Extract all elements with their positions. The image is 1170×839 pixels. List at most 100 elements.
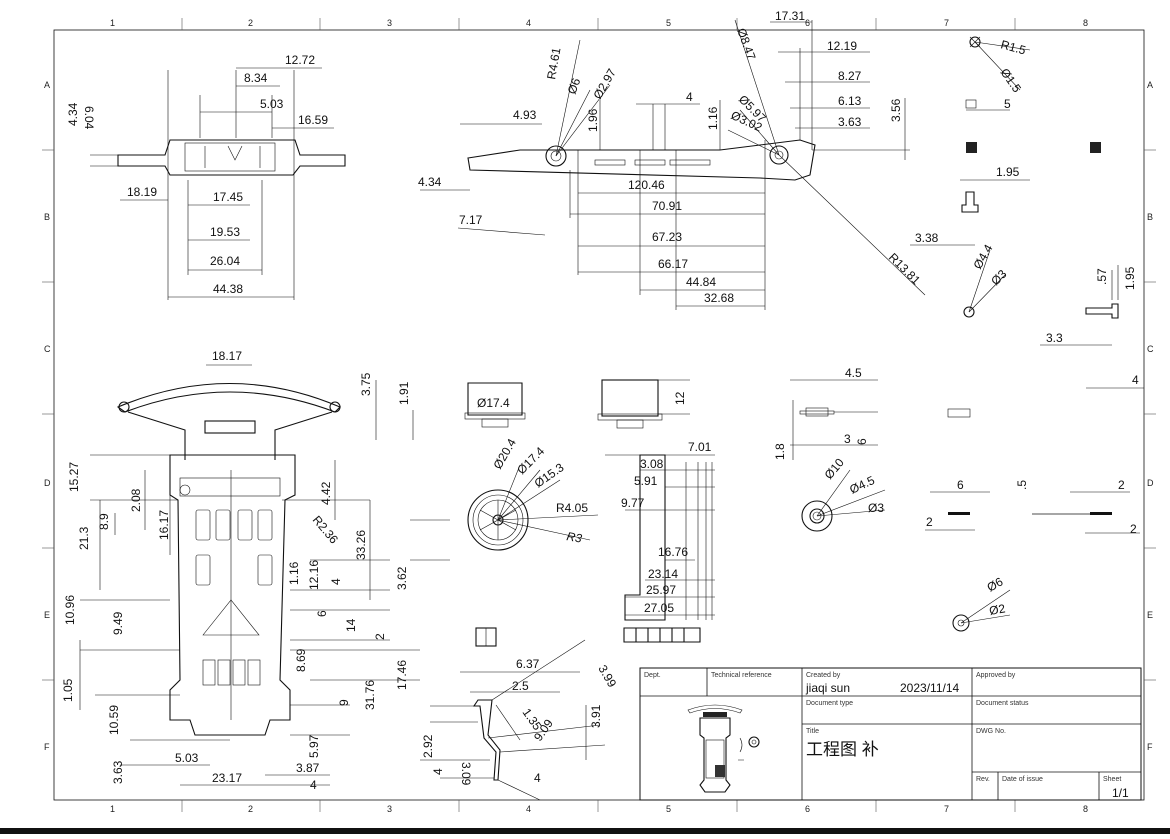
dim-label: 9.77 bbox=[621, 496, 645, 510]
dim-label: 23.17 bbox=[212, 771, 242, 785]
dim-label: 1.96 bbox=[586, 108, 600, 132]
dim-label: 9.49 bbox=[111, 611, 125, 635]
dim-label: 3.63 bbox=[838, 115, 862, 129]
dim-label: 6.04 bbox=[82, 106, 96, 130]
dim-label: 6.13 bbox=[838, 94, 862, 108]
zone-col-label: 8 bbox=[1083, 804, 1088, 814]
dim-label: 4 bbox=[534, 771, 541, 785]
dim-label: 120.46 bbox=[628, 178, 665, 192]
dim-label: 5 bbox=[1004, 97, 1011, 111]
dim-label: 18.19 bbox=[127, 185, 157, 199]
dim-label: 10.96 bbox=[63, 595, 77, 625]
view-top-left: 12.72 8.34 5.03 16.59 6.04 4.34 18.19 17… bbox=[66, 53, 346, 300]
dim-label: 4.5 bbox=[845, 366, 862, 380]
date-of-issue-label: Date of issue bbox=[1002, 776, 1043, 783]
zone-labels: 1 2 3 4 5 6 7 8 1 2 3 4 5 6 7 8 A B C D … bbox=[44, 18, 1154, 814]
dim-label: 2 bbox=[926, 515, 933, 529]
dim-label: 8.27 bbox=[838, 69, 862, 83]
dim-label: 2 bbox=[1130, 522, 1137, 536]
dim-label: 31.76 bbox=[363, 680, 377, 710]
dim-label: Ø3 bbox=[868, 501, 884, 515]
dim-label: 1.95 bbox=[1123, 266, 1137, 290]
dim-label: 6 bbox=[315, 610, 329, 617]
zone-row-label: A bbox=[1147, 80, 1153, 90]
dim-label: 4 bbox=[431, 768, 445, 775]
title-block: Dept. Technical reference Created by jia… bbox=[639, 667, 1142, 801]
title-label: Title bbox=[806, 728, 819, 735]
dim-label: 2.08 bbox=[129, 488, 143, 512]
dim-label: 18.17 bbox=[212, 349, 242, 363]
dim-label: 19.53 bbox=[210, 225, 240, 239]
dim-label: 2.5 bbox=[512, 679, 529, 693]
dim-label: 4.93 bbox=[513, 108, 537, 122]
zone-col-label: 6 bbox=[805, 18, 810, 28]
zone-col-label: 1 bbox=[110, 804, 115, 814]
dim-label: 67.23 bbox=[652, 230, 682, 244]
zone-col-label: 7 bbox=[944, 18, 949, 28]
tech-ref-label: Technical reference bbox=[711, 672, 772, 679]
dim-label: 32.68 bbox=[704, 291, 734, 305]
date-value: 2023/11/14 bbox=[900, 681, 959, 695]
dim-label: 1.91 bbox=[397, 381, 411, 405]
dim-label: 4 bbox=[686, 90, 693, 104]
dim-label: 17.31 bbox=[775, 9, 805, 23]
dim-label: R1.5 bbox=[999, 37, 1027, 57]
dim-label: 1.16 bbox=[706, 106, 720, 130]
dim-label: 16.76 bbox=[658, 545, 688, 559]
dim-label: 5.97 bbox=[307, 734, 321, 758]
dim-label: Ø2 bbox=[988, 601, 1007, 618]
dim-label: .57 bbox=[1095, 268, 1109, 285]
dim-label: 4 bbox=[310, 778, 317, 792]
zone-row-label: B bbox=[44, 212, 50, 222]
dim-label: 3.62 bbox=[395, 566, 409, 590]
sheet-label: Sheet bbox=[1103, 776, 1121, 783]
dim-label: 3.75 bbox=[359, 372, 373, 396]
dim-label: 44.84 bbox=[686, 275, 716, 289]
dim-label: 6.37 bbox=[516, 657, 540, 671]
dim-label: 44.38 bbox=[213, 282, 243, 296]
zone-row-label: D bbox=[1147, 478, 1154, 488]
zone-row-label: C bbox=[1147, 344, 1154, 354]
dim-label: R3 bbox=[565, 529, 583, 546]
zone-col-label: 3 bbox=[387, 804, 392, 814]
dim-label: 6 bbox=[957, 478, 964, 492]
zone-col-label: 6 bbox=[805, 804, 810, 814]
dim-label: 3.63 bbox=[111, 760, 125, 784]
dim-label: 12 bbox=[673, 391, 687, 405]
dim-label: 4 bbox=[329, 578, 343, 585]
dept-label: Dept. bbox=[644, 672, 661, 679]
dim-label: R4.61 bbox=[544, 46, 563, 80]
dim-label: 5.91 bbox=[634, 474, 658, 488]
zone-row-label: C bbox=[44, 344, 51, 354]
dim-label: 3 bbox=[844, 432, 851, 446]
dim-label: 2.92 bbox=[421, 734, 435, 758]
zone-col-label: 5 bbox=[666, 804, 671, 814]
dim-label: 5.03 bbox=[175, 751, 199, 765]
zone-col-label: 5 bbox=[666, 18, 671, 28]
dim-label: 23.14 bbox=[648, 567, 678, 581]
view-mid-right: 4.5 1.8 3 6 Ø10 Ø4.5 Ø3 6 2 .5 2 2 Ø6 Ø2 bbox=[773, 366, 1140, 632]
doc-type-label: Document type bbox=[806, 700, 853, 707]
dim-label: 1.05 bbox=[61, 678, 75, 702]
approved-by-label: Approved by bbox=[976, 672, 1016, 679]
dim-label: Ø17.4 bbox=[477, 396, 510, 410]
sheet-value: 1/1 bbox=[1112, 786, 1129, 800]
dim-label: 3.87 bbox=[296, 761, 320, 775]
dim-label: 5.03 bbox=[260, 97, 284, 111]
dim-label: 3.3 bbox=[1046, 331, 1063, 345]
dim-label: 27.05 bbox=[644, 601, 674, 615]
dim-label: 17.46 bbox=[395, 660, 409, 690]
dim-label: 3.08 bbox=[640, 457, 664, 471]
dim-label: 12.72 bbox=[285, 53, 315, 67]
dim-label: 1.95 bbox=[996, 165, 1020, 179]
dim-label: 14 bbox=[344, 618, 358, 632]
dim-label: 17.45 bbox=[213, 190, 243, 204]
zone-col-label: 8 bbox=[1083, 18, 1088, 28]
view-top-right-dims: 17.31 12.19 8.27 6.13 3.63 3.56 bbox=[770, 9, 910, 160]
created-by-label: Created by bbox=[806, 672, 841, 679]
dim-label: 1.16 bbox=[287, 561, 301, 585]
drawing-title: 工程图 补 bbox=[806, 740, 879, 759]
dim-label: 8.34 bbox=[244, 71, 268, 85]
dim-label: 8.69 bbox=[294, 648, 308, 672]
